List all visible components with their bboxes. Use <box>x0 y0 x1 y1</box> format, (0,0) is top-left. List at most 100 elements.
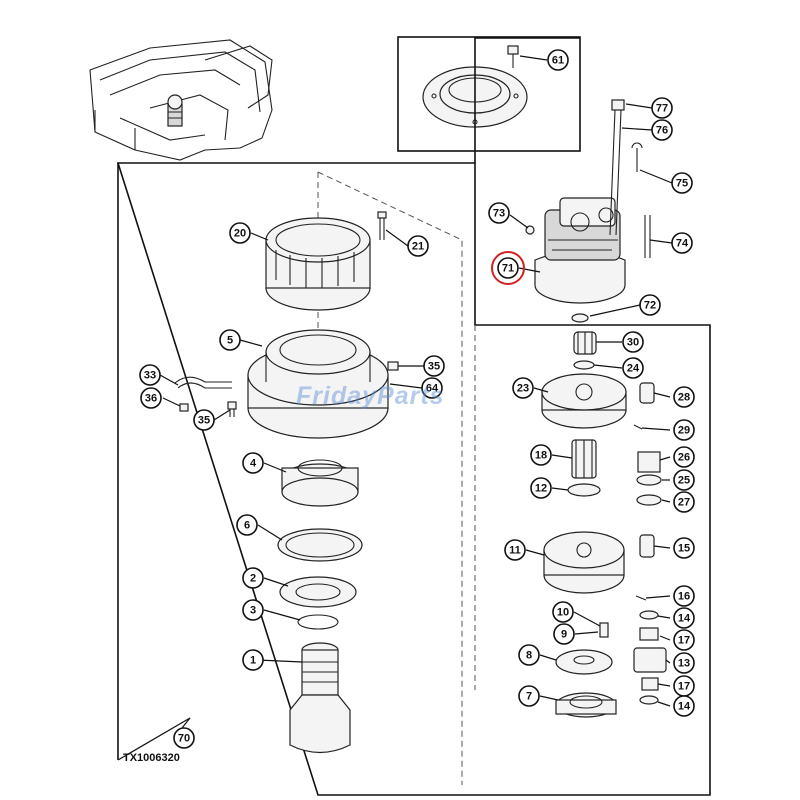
callout-number: 15 <box>678 543 690 555</box>
callout-15: 15 <box>673 537 695 559</box>
callout-76: 76 <box>651 119 673 141</box>
callout-70: 70 <box>173 727 195 749</box>
callout-12: 12 <box>530 477 552 499</box>
callout-3: 3 <box>242 599 264 621</box>
callout-number: 28 <box>678 392 690 404</box>
callout-9: 9 <box>553 623 575 645</box>
planetary-parts-right <box>541 331 667 718</box>
callout-number: 35 <box>428 361 440 373</box>
callout-number: 73 <box>493 208 505 220</box>
callout-77: 77 <box>651 97 673 119</box>
callout-number: 20 <box>234 228 246 240</box>
callout-number: 26 <box>678 452 690 464</box>
callout-number: 17 <box>678 681 690 693</box>
callout-23: 23 <box>512 377 534 399</box>
callout-28: 28 <box>673 386 695 408</box>
callout-number: 70 <box>178 733 190 745</box>
callout-number: 71 <box>502 263 514 275</box>
callout-number: 27 <box>678 497 690 509</box>
drawing-code: TX1006320 <box>123 752 180 764</box>
callout-17: 17 <box>673 675 695 697</box>
callout-25: 25 <box>673 469 695 491</box>
callout-35: 35 <box>423 355 445 377</box>
callout-number: 13 <box>678 658 690 670</box>
callout-number: 8 <box>526 650 532 662</box>
callout-73: 73 <box>488 202 510 224</box>
callout-number: 14 <box>678 613 691 625</box>
seal-2 <box>279 576 357 608</box>
bolt-21 <box>377 211 387 240</box>
seal-ring-6 <box>277 528 363 562</box>
housing-ring-20 <box>265 217 371 311</box>
callout-number: 61 <box>552 55 564 67</box>
callout-8: 8 <box>518 644 540 666</box>
callout-number: 29 <box>678 425 690 437</box>
callout-18: 18 <box>530 444 552 466</box>
callout-number: 2 <box>250 573 256 585</box>
callout-number: 12 <box>535 483 547 495</box>
callout-number: 75 <box>676 178 688 190</box>
callout-number: 4 <box>250 458 257 470</box>
callout-number: 24 <box>627 363 640 375</box>
callout-number: 5 <box>227 335 233 347</box>
callout-20: 20 <box>229 222 251 244</box>
callout-29: 29 <box>673 419 695 441</box>
callout-number: 35 <box>198 415 210 427</box>
callout-74: 74 <box>671 232 693 254</box>
pinion-shaft-1 <box>289 642 351 754</box>
callout-14: 14 <box>673 607 695 629</box>
leader-lines <box>117 55 673 761</box>
callout-number: 74 <box>676 238 689 250</box>
callout-6: 6 <box>236 514 258 536</box>
callout-number: 6 <box>244 520 250 532</box>
callout-number: 21 <box>412 241 424 253</box>
callout-71: 71 <box>497 257 519 279</box>
callout-labels: 6177767573747172202153533363564462317030… <box>139 49 695 749</box>
callout-number: 25 <box>678 475 690 487</box>
callout-2: 2 <box>242 567 264 589</box>
gear-housing-5 <box>247 329 389 439</box>
callout-10: 10 <box>552 601 574 623</box>
callout-14: 14 <box>673 695 695 717</box>
callout-30: 30 <box>622 331 644 353</box>
callout-4: 4 <box>242 452 264 474</box>
callout-24: 24 <box>622 357 644 379</box>
callout-number: 14 <box>678 701 691 713</box>
callout-number: 3 <box>250 605 256 617</box>
callout-number: 77 <box>656 103 668 115</box>
callout-17: 17 <box>673 629 695 651</box>
callout-64: 64 <box>421 377 443 399</box>
callout-number: 76 <box>656 125 668 137</box>
callout-61: 61 <box>547 49 569 71</box>
main-assembly-frame <box>116 37 711 796</box>
callout-number: 7 <box>526 691 532 703</box>
callout-number: 23 <box>517 383 529 395</box>
o-ring-3 <box>297 614 339 630</box>
callout-number: 10 <box>557 607 569 619</box>
callout-number: 17 <box>678 635 690 647</box>
callout-72: 72 <box>639 294 661 316</box>
callout-number: 64 <box>426 383 439 395</box>
callout-5: 5 <box>219 329 241 351</box>
highlight-ring <box>491 251 525 285</box>
callout-27: 27 <box>673 491 695 513</box>
callout-number: 11 <box>509 545 521 557</box>
callout-16: 16 <box>673 585 695 607</box>
callout-13: 13 <box>673 652 695 674</box>
callout-33: 33 <box>139 364 161 386</box>
callout-number: 36 <box>145 393 157 405</box>
callout-number: 16 <box>678 591 690 603</box>
callout-26: 26 <box>673 446 695 468</box>
fittings-33-36-35 <box>174 361 399 417</box>
callout-number: 9 <box>561 629 567 641</box>
callout-35: 35 <box>193 409 215 431</box>
callout-number: 1 <box>250 655 256 667</box>
callout-1: 1 <box>242 649 264 671</box>
callout-7: 7 <box>518 685 540 707</box>
callout-number: 33 <box>144 370 156 382</box>
callout-36: 36 <box>140 387 162 409</box>
callout-number: 30 <box>627 337 639 349</box>
callout-number: 72 <box>644 300 656 312</box>
callout-21: 21 <box>407 235 429 257</box>
